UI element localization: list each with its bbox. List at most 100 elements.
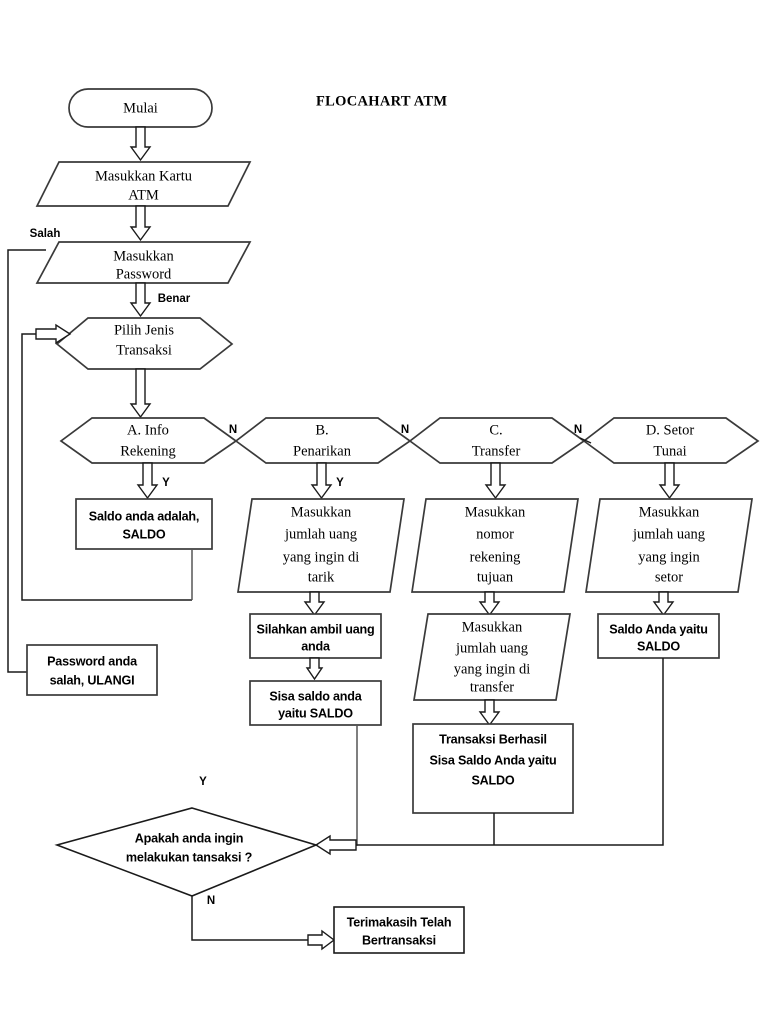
node-thankyou-line1: Terimakasih Telah bbox=[347, 915, 452, 929]
node-option-b-line2: Penarikan bbox=[293, 443, 352, 459]
node-deposit-line1: Masukkan bbox=[639, 504, 700, 520]
node-input-password-line1: Masukkan bbox=[113, 248, 174, 264]
node-option-a-line1: A. Info bbox=[127, 422, 169, 438]
node-transfer-amount-line1: Masukkan bbox=[462, 619, 523, 635]
node-start-label: Mulai bbox=[123, 100, 158, 116]
node-option-c-line1: C. bbox=[489, 422, 502, 438]
edge-label-benar: Benar bbox=[158, 293, 191, 305]
node-transfer-success: Transaksi Berhasil Sisa Saldo Anda yaitu… bbox=[412, 723, 574, 814]
node-password-wrong-line1: Password anda bbox=[47, 654, 138, 668]
node-input-card-line2: ATM bbox=[128, 187, 159, 203]
arrow-deposit-to-balance bbox=[652, 591, 675, 617]
node-withdraw-line1: Masukkan bbox=[291, 504, 352, 520]
arrow-loopback-into-choose bbox=[35, 323, 72, 345]
node-transfer-account-line1: Masukkan bbox=[465, 504, 526, 520]
node-remaining-line2: yaitu SALDO bbox=[278, 706, 353, 720]
node-deposit-line2: jumlah uang bbox=[632, 526, 705, 542]
node-success-line2: Sisa Saldo Anda yaitu bbox=[430, 753, 557, 767]
node-password-wrong-line2: salah, ULANGI bbox=[50, 673, 135, 687]
node-option-c: C. Transfer bbox=[408, 417, 586, 464]
arrow-amount-to-success bbox=[478, 699, 501, 727]
edge-label-no-a: N bbox=[229, 424, 237, 436]
node-transfer-amount-line2: jumlah uang bbox=[455, 640, 528, 656]
edge-label-no-b: N bbox=[401, 424, 409, 436]
node-transfer-amount-line3: yang ingin di bbox=[454, 661, 531, 677]
arrow-c-to-account bbox=[484, 462, 507, 500]
node-another-transaction: Apakah anda ingin melakukan tansaksi ? bbox=[54, 807, 319, 897]
edge-n-c-arrowhead bbox=[579, 437, 592, 444]
edge-salah-to-password-wrong bbox=[7, 249, 46, 673]
node-deposit-line3: yang ingin bbox=[638, 549, 700, 565]
node-withdraw-amount: Masukkan jumlah uang yang ingin di tarik bbox=[237, 498, 405, 593]
node-transfer-amount: Masukkan jumlah uang yang ingin di trans… bbox=[413, 613, 571, 701]
node-transfer-account-line3: rekening bbox=[470, 549, 521, 565]
node-take-money-line2: anda bbox=[301, 639, 331, 653]
node-transfer-account-line2: nomor bbox=[476, 526, 514, 542]
node-thankyou-line2: Bertransaksi bbox=[362, 933, 436, 947]
node-option-b-line1: B. bbox=[315, 422, 328, 438]
node-take-money: Silahkan ambil uang anda bbox=[249, 613, 382, 659]
arrow-start-to-card bbox=[129, 126, 152, 162]
node-input-password-line2: Password bbox=[116, 266, 172, 282]
arrow-card-to-password bbox=[129, 205, 152, 242]
node-choose-line1: Pilih Jenis bbox=[114, 322, 174, 338]
edge-question-to-thankyou bbox=[191, 896, 310, 941]
edge-label-no-end: N bbox=[207, 895, 215, 907]
node-balance-info: Saldo anda adalah, SALDO bbox=[75, 498, 213, 550]
arrow-d-to-deposit bbox=[658, 462, 681, 500]
node-choose-line2: Transaksi bbox=[116, 342, 172, 358]
node-remaining-balance: Sisa saldo anda yaitu SALDO bbox=[249, 680, 382, 726]
edge-deposit-balance-to-question bbox=[330, 658, 664, 846]
node-transfer-amount-line4: transfer bbox=[470, 679, 514, 695]
arrow-account-to-amount bbox=[478, 591, 501, 617]
arrow-withdraw-to-take bbox=[303, 591, 326, 617]
arrow-take-to-remaining bbox=[305, 657, 324, 681]
node-deposit-balance-line2: SALDO bbox=[637, 639, 680, 653]
node-withdraw-line2: jumlah uang bbox=[284, 526, 357, 542]
arrow-choose-to-options bbox=[129, 368, 152, 419]
arrow-b-to-withdraw bbox=[310, 462, 333, 500]
node-balance-info-line1: Saldo anda adalah, bbox=[89, 509, 199, 523]
node-take-money-line1: Silahkan ambil uang bbox=[257, 622, 375, 636]
edge-label-yes-a: Y bbox=[162, 477, 170, 489]
page-title: FLOCAHART ATM bbox=[316, 93, 447, 109]
node-success-line1: Transaksi Berhasil bbox=[439, 732, 547, 746]
node-withdraw-line4: tarik bbox=[308, 569, 335, 585]
node-choose-transaction: Pilih Jenis Transaksi bbox=[55, 317, 234, 370]
arrow-password-to-choose bbox=[129, 282, 152, 318]
edge-label-salah: Salah bbox=[30, 228, 61, 240]
node-deposit-balance-line1: Saldo Anda yaitu bbox=[609, 622, 708, 636]
node-option-c-line2: Transfer bbox=[472, 443, 521, 459]
node-deposit-amount: Masukkan jumlah uang yang ingin setor bbox=[585, 498, 753, 593]
node-deposit-balance: Saldo Anda yaitu SALDO bbox=[597, 613, 720, 659]
node-balance-info-line2: SALDO bbox=[122, 527, 165, 541]
node-option-d: D. Setor Tunai bbox=[582, 417, 760, 464]
arrow-into-thankyou bbox=[307, 929, 336, 951]
node-option-d-line1: D. Setor bbox=[646, 422, 695, 438]
edge-label-no-c: N bbox=[574, 424, 582, 436]
edge-label-yes-b: Y bbox=[336, 477, 344, 489]
edge-label-yes-loop: Y bbox=[199, 776, 207, 788]
node-remaining-line1: Sisa saldo anda bbox=[269, 689, 362, 703]
node-input-password: Masukkan Password bbox=[35, 241, 252, 284]
arrow-a-to-balance bbox=[136, 462, 159, 500]
node-option-a: A. Info Rekening bbox=[59, 417, 238, 464]
node-start: Mulai bbox=[68, 88, 213, 128]
edge-remaining-to-question bbox=[330, 725, 358, 846]
node-question-line2: melakukan tansaksi ? bbox=[126, 850, 252, 864]
node-thank-you: Terimakasih Telah Bertransaksi bbox=[333, 906, 465, 954]
node-question-line1: Apakah anda ingin bbox=[135, 831, 244, 845]
node-transfer-account-line4: tujuan bbox=[477, 569, 514, 585]
arrow-into-question bbox=[314, 834, 357, 856]
node-input-card: Masukkan Kartu ATM bbox=[35, 161, 252, 207]
node-transfer-account: Masukkan nomor rekening tujuan bbox=[411, 498, 579, 593]
node-password-wrong: Password anda salah, ULANGI bbox=[26, 644, 158, 696]
node-option-a-line2: Rekening bbox=[120, 443, 176, 459]
node-deposit-line4: setor bbox=[655, 569, 683, 585]
node-option-d-line2: Tunai bbox=[653, 443, 686, 459]
node-input-card-line1: Masukkan Kartu bbox=[95, 168, 192, 184]
edge-loopback-rail-left bbox=[21, 333, 192, 601]
node-withdraw-line3: yang ingin di bbox=[283, 549, 360, 565]
node-success-line3: SALDO bbox=[471, 773, 514, 787]
